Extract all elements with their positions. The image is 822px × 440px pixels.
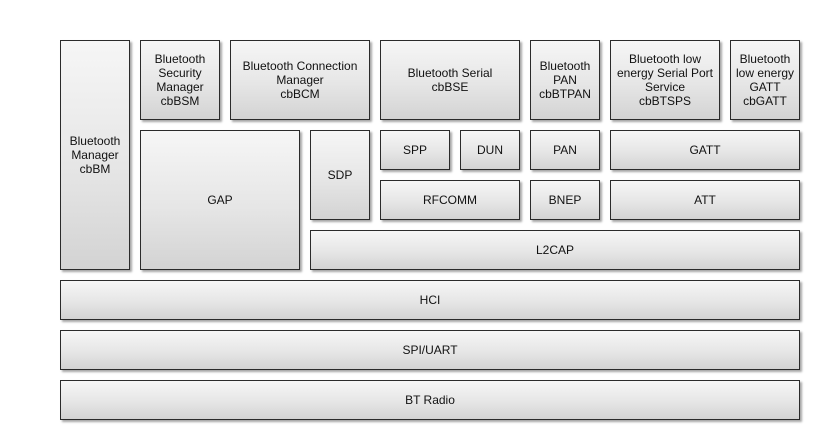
dun-label: DUN [477, 143, 503, 157]
bluetooth-manager-block: Bluetooth Manager cbBM [60, 40, 130, 270]
gatt-block: GATT [610, 130, 800, 170]
bluetooth-manager-label: Bluetooth Manager cbBM [69, 134, 121, 176]
bt-radio-label: BT Radio [405, 393, 455, 407]
bnep-block: BNEP [530, 180, 600, 220]
gap-block: GAP [140, 130, 300, 270]
bluetooth-pan-block: Bluetooth PAN cbBTPAN [530, 40, 600, 120]
bluetooth-security-manager-label: Bluetooth Security Manager cbBSM [154, 52, 206, 108]
bt-radio-block: BT Radio [60, 380, 800, 420]
rfcomm-block: RFCOMM [380, 180, 520, 220]
bluetooth-serial-label: Bluetooth Serial cbBSE [407, 66, 493, 94]
spi-uart-label: SPI/UART [402, 343, 458, 357]
pan-block: PAN [530, 130, 600, 170]
bluetooth-le-serial-port-service-block: Bluetooth low energy Serial Port Service… [610, 40, 720, 120]
hci-label: HCI [419, 293, 441, 307]
bluetooth-le-gatt-block: Bluetooth low energy GATT cbGATT [730, 40, 800, 120]
bnep-label: BNEP [548, 193, 582, 207]
bluetooth-security-manager-block: Bluetooth Security Manager cbBSM [140, 40, 220, 120]
gatt-label: GATT [689, 143, 721, 157]
att-block: ATT [610, 180, 800, 220]
pan-label: PAN [553, 143, 577, 157]
l2cap-label: L2CAP [535, 243, 575, 257]
att-label: ATT [694, 193, 716, 207]
gap-label: GAP [207, 193, 233, 207]
sdp-block: SDP [310, 130, 370, 220]
bluetooth-connection-manager-block: Bluetooth Connection Manager cbBCM [230, 40, 370, 120]
bluetooth-le-serial-port-service-label: Bluetooth low energy Serial Port Service… [616, 52, 714, 108]
bluetooth-pan-label: Bluetooth PAN cbBTPAN [539, 59, 591, 101]
bluetooth-serial-block: Bluetooth Serial cbBSE [380, 40, 520, 120]
spp-label: SPP [402, 143, 427, 157]
bluetooth-connection-manager-label: Bluetooth Connection Manager cbBCM [242, 59, 358, 101]
dun-block: DUN [460, 130, 520, 170]
l2cap-block: L2CAP [310, 230, 800, 270]
bluetooth-le-gatt-label: Bluetooth low energy GATT cbGATT [735, 52, 795, 108]
hci-block: HCI [60, 280, 800, 320]
sdp-label: SDP [327, 168, 353, 182]
rfcomm-label: RFCOMM [423, 193, 477, 207]
spi-uart-block: SPI/UART [60, 330, 800, 370]
spp-block: SPP [380, 130, 450, 170]
